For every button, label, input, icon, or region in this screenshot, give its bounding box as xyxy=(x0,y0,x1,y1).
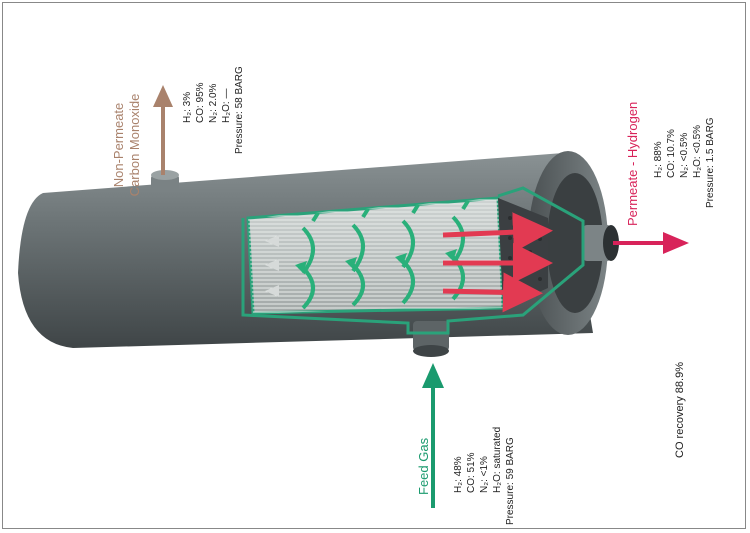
permeate-arrow xyxy=(613,232,689,254)
feed-label: Feed Gas H₂: 48% CO: 51% N₂: <1% H₂O: sa… xyxy=(416,427,516,525)
permeate-label: Permeate - Hydrogen H₂: 88% CO: 10.7% N₂… xyxy=(625,102,716,226)
feed-co: CO: 51% xyxy=(466,452,477,493)
hydrogen-flow-arrows xyxy=(442,212,553,313)
non-permeate-title-line2: Carbon Monoxide xyxy=(127,94,142,197)
permeate-pressure: Pressure: 1.5 BARG xyxy=(705,117,716,208)
non-permeate-label: Non-Permeate Carbon Monoxide H₂: 3% CO: … xyxy=(111,66,245,196)
feed-h2o: H₂O: saturated xyxy=(492,427,503,493)
permeate-n2: N₂: <0.5% xyxy=(679,133,690,178)
permeate-h2: H₂: 88% xyxy=(653,141,664,178)
non-permeate-arrow xyxy=(153,85,173,175)
fiber-arrowheads xyxy=(265,235,279,297)
non-permeate-pressure: Pressure: 58 BARG xyxy=(234,66,245,154)
permeate-h2o: H₂O: <0.5% xyxy=(692,125,703,178)
non-permeate-h2: H₂: 3% xyxy=(182,92,193,123)
membrane-separator-diagram: Non-Permeate Carbon Monoxide H₂: 3% CO: … xyxy=(18,66,716,525)
feed-title: Feed Gas xyxy=(416,437,431,495)
feed-arrow xyxy=(422,363,444,508)
permeate-co: CO: 10.7% xyxy=(666,129,677,178)
non-permeate-co: CO: 95% xyxy=(195,82,206,123)
non-permeate-h2o: H₂O: — xyxy=(221,89,232,123)
feed-h2: H₂: 48% xyxy=(453,456,464,493)
feed-flow-arrowheads xyxy=(295,249,457,273)
feed-n2: N₂: <1% xyxy=(479,456,490,493)
non-permeate-title-line1: Non-Permeate xyxy=(111,103,126,188)
permeate-title: Permeate - Hydrogen xyxy=(625,102,640,226)
feed-flow-arrows xyxy=(301,199,470,310)
co-recovery: CO recovery 88.9% xyxy=(674,362,686,458)
feed-pressure: Pressure: 59 BARG xyxy=(505,437,516,525)
non-permeate-n2: N₂: 2.0% xyxy=(208,83,219,123)
